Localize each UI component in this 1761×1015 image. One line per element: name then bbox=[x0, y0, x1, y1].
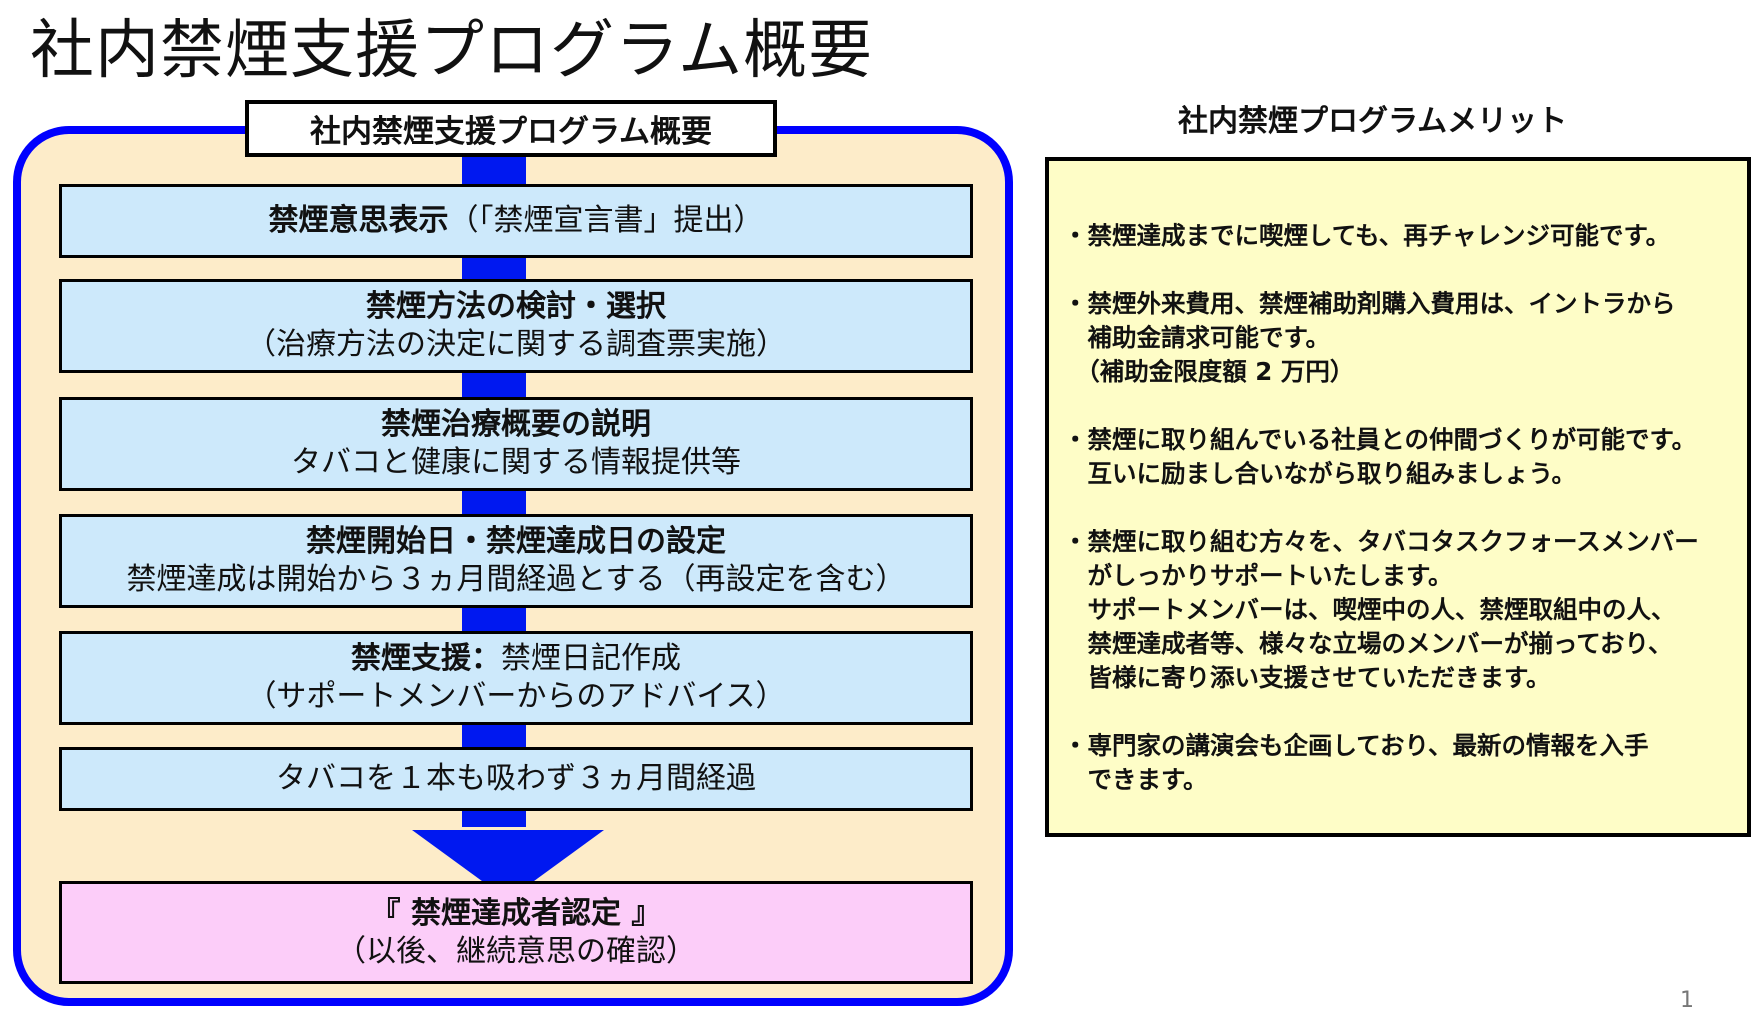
merit-item: ・禁煙に取り組む方々を、タバコタスクフォースメンバー がしっかりサポートいたしま… bbox=[1063, 525, 1735, 695]
merit-line: ・専門家の講演会も企画しており、最新の情報を入手 bbox=[1063, 731, 1649, 760]
flow-step-declaration: 禁煙意思表示（「禁煙宣言書」提出） bbox=[59, 184, 973, 258]
flow-header: 社内禁煙支援プログラム概要 bbox=[245, 100, 777, 157]
merit-line: ・禁煙に取り組む方々を、タバコタスクフォースメンバー bbox=[1063, 527, 1699, 556]
step-detail: （以後、継続意思の確認） bbox=[336, 933, 696, 969]
merit-line: （補助金限度額 2 万円） bbox=[1063, 357, 1355, 386]
merit-line: 互いに励まし合いながら取り組みましょう。 bbox=[1063, 459, 1577, 488]
merit-line: 皆様に寄り添い支援させていただきます。 bbox=[1063, 663, 1551, 692]
merit-line: サポートメンバーは、喫煙中の人、禁煙取組中の人、 bbox=[1063, 595, 1676, 624]
merits-box: ・禁煙達成までに喫煙しても、再チャレンジ可能です。 ・禁煙外来費用、禁煙補助剤購… bbox=[1045, 157, 1751, 837]
merit-item: ・禁煙達成までに喫煙しても、再チャレンジ可能です。 bbox=[1063, 219, 1735, 253]
step-detail: （「禁煙宣言書」提出） bbox=[448, 203, 764, 238]
flow-step-explanation: 禁煙治療概要の説明 タバコと健康に関する情報提供等 bbox=[59, 397, 973, 491]
merit-line: ・禁煙に取り組んでいる社員との仲間づくりが可能です。 bbox=[1063, 425, 1697, 454]
flow-step-schedule: 禁煙開始日・禁煙達成日の設定 禁煙達成は開始から３ヵ月間経過とする（再設定を含む… bbox=[59, 514, 973, 608]
step-label: 禁煙方法の検討・選択 bbox=[366, 289, 666, 324]
merit-line: できます。 bbox=[1063, 765, 1208, 794]
merit-item: ・禁煙に取り組んでいる社員との仲間づくりが可能です。 互いに励まし合いながら取り… bbox=[1063, 423, 1735, 491]
step-detail: 禁煙達成は開始から３ヵ月間経過とする（再設定を含む） bbox=[126, 562, 906, 597]
step-label: 禁煙開始日・禁煙達成日の設定 bbox=[306, 524, 726, 559]
flow-step-three-months: タバコを１本も吸わず３ヵ月間経過 bbox=[59, 747, 973, 811]
merit-item: ・禁煙外来費用、禁煙補助剤購入費用は、イントラから 補助金請求可能です。 （補助… bbox=[1063, 287, 1735, 389]
step-label: 禁煙治療概要の説明 bbox=[381, 407, 651, 442]
step-detail: 禁煙日記作成 bbox=[501, 641, 681, 676]
step-detail: （治療方法の決定に関する調査票実施） bbox=[246, 327, 786, 362]
merit-line: 禁煙達成者等、様々な立場のメンバーが揃っており、 bbox=[1063, 629, 1673, 658]
merits-title: 社内禁煙プログラムメリット bbox=[1178, 104, 1568, 139]
step-label: 禁煙支援： bbox=[351, 641, 501, 676]
step-detail-2: （サポートメンバーからのアドバイス） bbox=[246, 679, 786, 714]
merit-line: ・禁煙達成までに喫煙しても、再チャレンジ可能です。 bbox=[1063, 221, 1671, 250]
merit-line: ・禁煙外来費用、禁煙補助剤購入費用は、イントラから bbox=[1063, 289, 1676, 318]
merit-line: 補助金請求可能です。 bbox=[1063, 323, 1331, 352]
flow-step-method: 禁煙方法の検討・選択 （治療方法の決定に関する調査票実施） bbox=[59, 279, 973, 373]
step-label: 禁煙意思表示 bbox=[268, 203, 449, 238]
page-number: 1 bbox=[1680, 988, 1694, 1013]
step-detail: タバコと健康に関する情報提供等 bbox=[291, 445, 741, 480]
step-label: 『 禁煙達成者認定 』 bbox=[370, 895, 662, 931]
merit-line: がしっかりサポートいたします。 bbox=[1063, 561, 1453, 590]
flow-step-certification: 『 禁煙達成者認定 』 （以後、継続意思の確認） bbox=[59, 881, 973, 984]
page-title: 社内禁煙支援プログラム概要 bbox=[30, 14, 874, 88]
flow-step-support: 禁煙支援：禁煙日記作成 （サポートメンバーからのアドバイス） bbox=[59, 631, 973, 725]
merit-item: ・専門家の講演会も企画しており、最新の情報を入手 できます。 bbox=[1063, 729, 1735, 797]
step-label: タバコを１本も吸わず３ヵ月間経過 bbox=[276, 761, 756, 796]
